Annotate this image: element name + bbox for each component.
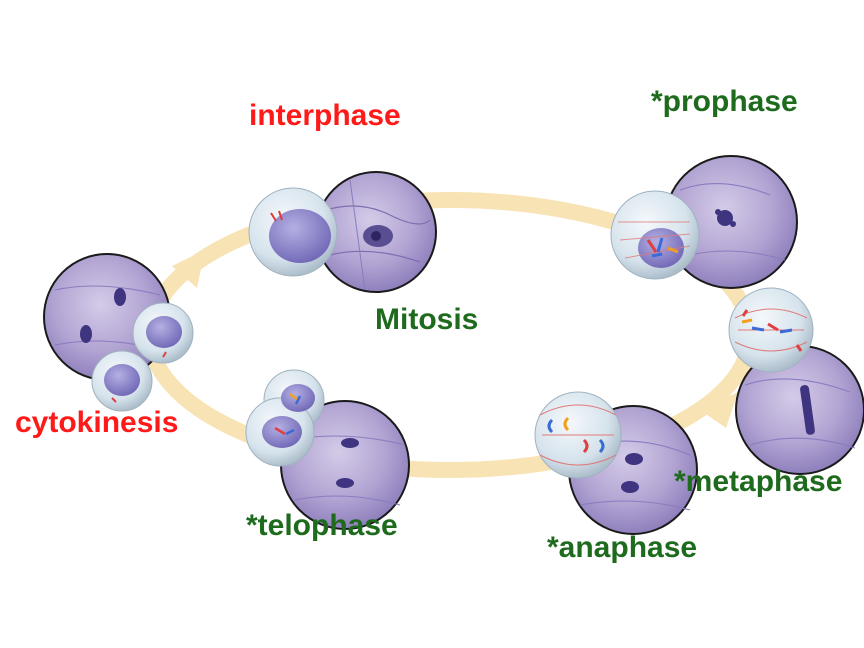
cytokinesis-cell-illustration <box>91 302 194 412</box>
prophase-cell-illustration <box>610 190 700 280</box>
metaphase-cell-illustration <box>728 287 814 373</box>
telophase-cell-illustration <box>245 369 325 467</box>
interphase-cell-illustration <box>248 187 338 277</box>
telophase-label: *telophase <box>246 509 398 542</box>
anaphase-label: *anaphase <box>547 531 698 564</box>
prophase-label: *prophase <box>651 85 798 118</box>
arrowhead-icon <box>172 250 205 288</box>
cytokinesis-label: cytokinesis <box>15 406 179 439</box>
anaphase-cell-illustration <box>534 391 622 479</box>
prophase-micrograph <box>664 155 798 289</box>
interphase-label: interphase <box>249 99 401 132</box>
metaphase-label: *metaphase <box>674 465 843 498</box>
mitosis-label: Mitosis <box>375 303 479 336</box>
arrowhead-icon <box>700 392 738 428</box>
metaphase-micrograph <box>735 345 864 475</box>
